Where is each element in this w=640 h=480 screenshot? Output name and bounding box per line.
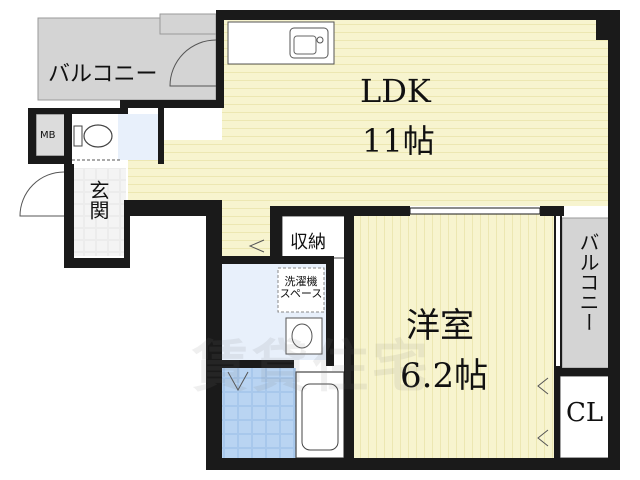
faucet-icon <box>316 36 324 44</box>
window-right <box>556 216 560 366</box>
western-room-name: 洋室 <box>406 306 474 346</box>
western-floor <box>350 214 556 460</box>
closet-door-mark-bottom <box>537 429 549 447</box>
bath-door-mark <box>227 371 249 392</box>
closet-door-mark-top <box>537 377 549 395</box>
meter-box-label: MB <box>40 130 56 141</box>
toilet-floor <box>118 114 158 160</box>
washer-label-line1: 洗濯機 <box>284 275 318 288</box>
bathtub-inner <box>301 383 339 451</box>
balcony-door-swing <box>169 39 217 87</box>
balcony-right-label: バルコニー <box>576 232 600 332</box>
storage-label: 収納 <box>290 232 326 253</box>
basin-bowl <box>291 323 313 349</box>
balcony-right <box>561 217 613 369</box>
washroom-door-mark <box>248 239 265 253</box>
entrance-floor <box>74 168 126 256</box>
washer-label-line2: スペース <box>279 287 323 300</box>
storage-box <box>281 215 349 259</box>
entrance-label: 玄関 <box>86 180 110 220</box>
bathroom-floor <box>220 368 296 458</box>
ldk-name: LDK <box>360 72 431 110</box>
sink-inner <box>293 35 317 55</box>
toilet-icon <box>83 124 113 148</box>
entrance-door-swing <box>19 171 65 217</box>
washer-space <box>277 267 325 313</box>
closet-box <box>559 375 613 459</box>
western-room-size: 6.2帖 <box>400 356 489 396</box>
window-ldk-bottom <box>409 207 541 215</box>
watermark-text: 賃貸住宅 <box>192 335 432 400</box>
ldk-size: 11帖 <box>362 122 435 160</box>
balcony-top-notch <box>159 13 217 35</box>
balcony-top-label: バルコニー <box>48 62 158 87</box>
walls <box>28 10 620 470</box>
washer-space-label: 洗濯機 スペース <box>278 276 324 300</box>
toilet-tank <box>73 125 83 147</box>
closet-label: CL <box>566 398 604 428</box>
